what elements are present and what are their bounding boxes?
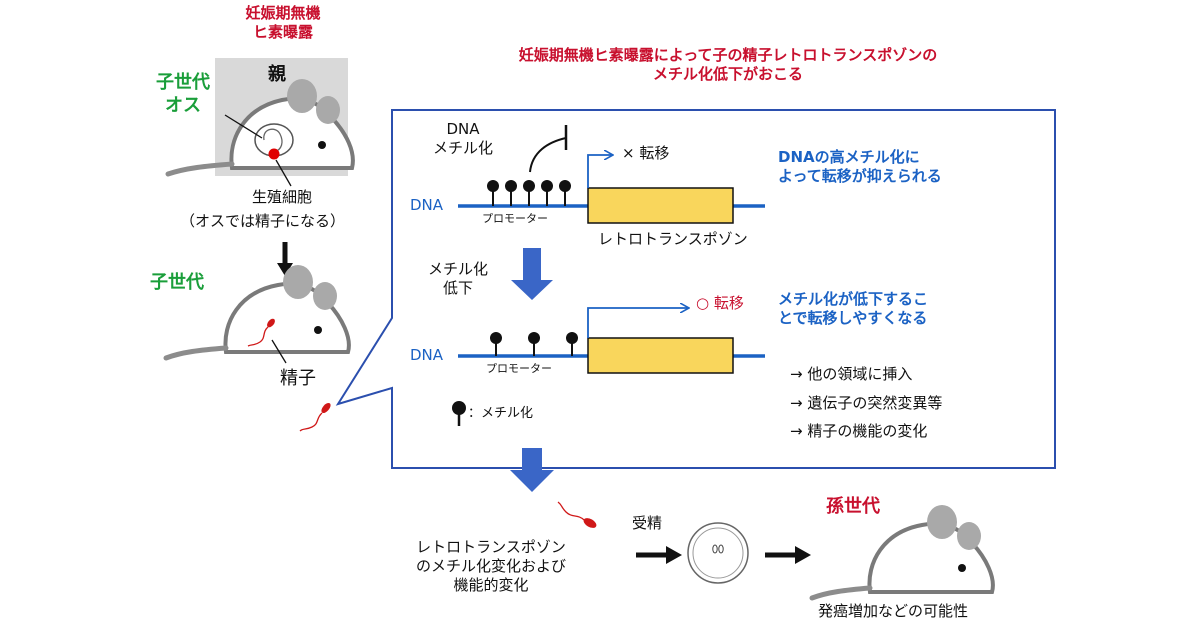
fertilization-arrow-icon: [666, 546, 682, 564]
summary-title-line1: 妊娠期無機ヒ素曝露によって子の精子レトロトランスポゾンの: [518, 46, 938, 64]
methylation-legend-icon: [452, 401, 466, 426]
retrotransposon-box-top: [587, 187, 734, 224]
change-line1: レトロトランスポゾン: [416, 538, 566, 556]
low-methylation-line2: とで転移しやすくなる: [778, 308, 928, 327]
offspring-male-label: 子世代 オス: [150, 72, 216, 117]
dna-methylation-label: DNA メチル化: [418, 120, 508, 158]
fertilization-label: 受精: [632, 514, 663, 532]
inhibition-curve: [529, 137, 567, 173]
sperm-label: 精子: [280, 368, 316, 389]
fetus-icon: [254, 123, 294, 160]
retrotransposon-label: レトロトランスポゾン: [598, 230, 748, 248]
dna-label-bottom: DNA: [410, 346, 444, 364]
effect-item: → 遺伝子の突然変異等: [790, 393, 943, 412]
offspring-label: 子世代: [150, 272, 204, 293]
sperm-pointer-line: [271, 339, 287, 364]
effects-list: → 他の領域に挿入 → 遺伝子の突然変異等 → 精子の機能の変化: [790, 360, 942, 446]
germ-cell-label: 生殖細胞: [252, 188, 313, 206]
transcription-arrow-bottom: [587, 308, 688, 338]
down-arrow-icon: [277, 263, 293, 276]
retrotransposon-box-bottom: [587, 337, 734, 374]
outcome-label: 発癌増加などの可能性: [818, 602, 969, 620]
effect-item: → 精子の機能の変化: [790, 422, 928, 440]
methyl-pins-bottom: [490, 332, 578, 356]
grandchild-mouse-icon: [809, 505, 995, 601]
promoter-label-bottom: プロモーター: [486, 362, 552, 375]
parent-label: 親: [268, 64, 286, 85]
exposure-label-line1: 妊娠期無機: [245, 4, 321, 22]
methylation-decrease-line1: メチル化: [427, 260, 488, 278]
grandchild-label: 孫世代: [826, 496, 880, 517]
high-methylation-note: DNAの高メチル化に よって転移が抑えられる: [778, 148, 942, 186]
low-methylation-line1: メチル化が低下するこ: [778, 290, 929, 308]
change-line2: のメチル化変化および: [415, 556, 566, 575]
summary-title-line2: メチル化低下がおこる: [652, 64, 803, 83]
transcription-arrow-top: [587, 155, 612, 188]
detail-box: [335, 109, 1056, 469]
offspring-pointer-line: [224, 114, 263, 139]
methyl-pins-top: [487, 180, 571, 206]
offspring-male-line2: オス: [165, 94, 201, 116]
summary-title: 妊娠期無機ヒ素曝露によって子の精子レトロトランスポゾンの メチル化低下がおこる: [398, 46, 1058, 84]
methylation-decrease-line2: 低下: [442, 278, 473, 297]
transposition-ok-label: ○ 転移: [696, 294, 744, 313]
transposition-ok-text: ○ 転移: [696, 294, 744, 312]
low-methylation-note: メチル化が低下するこ とで転移しやすくなる: [778, 290, 928, 328]
dna-methylation-line1: DNA: [446, 120, 480, 138]
result-down-arrow: [510, 448, 554, 492]
transposition-blocked-label: × 転移: [622, 144, 670, 162]
offspring-male-line1: 子世代: [156, 72, 210, 93]
dna-methylation-line2: メチル化: [432, 138, 493, 157]
dna-label-top: DNA: [410, 196, 444, 214]
effect-item: → 他の領域に挿入: [790, 365, 913, 383]
sperm-icon-inside: [247, 318, 275, 347]
change-description: レトロトランスポゾン のメチル化変化および 機能的変化: [378, 538, 604, 594]
sperm-icon-bottom: [557, 501, 597, 528]
methylation-legend-label: ：メチル化: [468, 406, 534, 421]
sperm-icon-free: [299, 402, 331, 432]
methylation-decrease-arrow: [511, 248, 553, 300]
high-methylation-line2: よって転移が抑えられる: [778, 166, 942, 185]
germ-cell-note: （オスでは精子になる）: [180, 212, 346, 230]
exposure-label-line2: ヒ素曝露: [252, 22, 313, 41]
promoter-label-top: プロモーター: [482, 212, 548, 225]
fertilized-egg-icon: [687, 522, 749, 584]
high-methylation-line1: DNAの高メチル化に: [778, 148, 920, 166]
offspring-mouse-icon: [163, 265, 351, 361]
grandchild-arrow-icon: [795, 546, 811, 564]
germ-cell-pointer-line: [275, 159, 292, 187]
change-line3: 機能的変化: [453, 575, 529, 594]
methylation-decrease-label: メチル化 低下: [418, 260, 498, 298]
exposure-label: 妊娠期無機 ヒ素曝露: [228, 4, 338, 42]
